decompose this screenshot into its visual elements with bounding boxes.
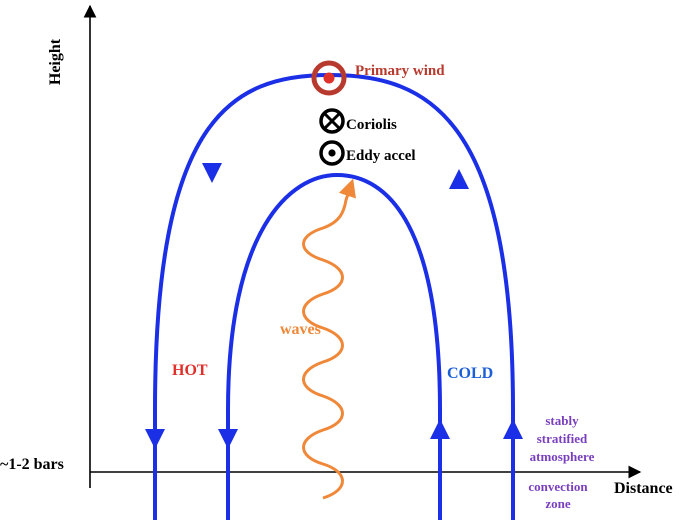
- hot-label: HOT: [172, 362, 208, 379]
- inner-right-up-arrow: [430, 419, 450, 439]
- inner-circulation-loop: [226, 172, 442, 520]
- y-axis-label: Height: [47, 38, 64, 85]
- eddy-accel-label: Eddy accel: [346, 148, 416, 164]
- stably-stratified-label-line-3: atmosphere: [530, 449, 595, 464]
- x-axis-label: Distance: [614, 480, 673, 497]
- convection-zone-label-line-1: convection: [528, 479, 588, 494]
- eddy-accel-dot: [328, 149, 336, 157]
- primary-wind-dot: [323, 72, 335, 84]
- pressure-level-label: ~1-2 bars: [0, 456, 64, 473]
- outer-right-up-arrow-upper: [449, 169, 469, 189]
- stably-stratified-label-line-2: stratified: [537, 431, 588, 446]
- outer-left-down-arrow-lower: [145, 429, 165, 449]
- eddy-accel-icon: [319, 140, 345, 166]
- outer-right-up-arrow-lower: [503, 419, 523, 439]
- primary-wind-label: Primary wind: [355, 63, 445, 79]
- outer-left-down-arrow-upper: [202, 163, 222, 183]
- primary-wind-icon: [311, 60, 347, 96]
- stably-stratified-label-line-1: stably: [545, 413, 579, 428]
- convection-zone-label-line-2: zone: [545, 496, 571, 511]
- waves-squiggle: [302, 178, 356, 500]
- coriolis-cross-b: [323, 112, 341, 130]
- inner-left-down-arrow: [218, 429, 238, 449]
- coriolis-icon: [319, 108, 345, 134]
- waves-label: waves: [280, 321, 321, 338]
- coriolis-label: Coriolis: [346, 117, 397, 133]
- cold-label: COLD: [447, 365, 493, 382]
